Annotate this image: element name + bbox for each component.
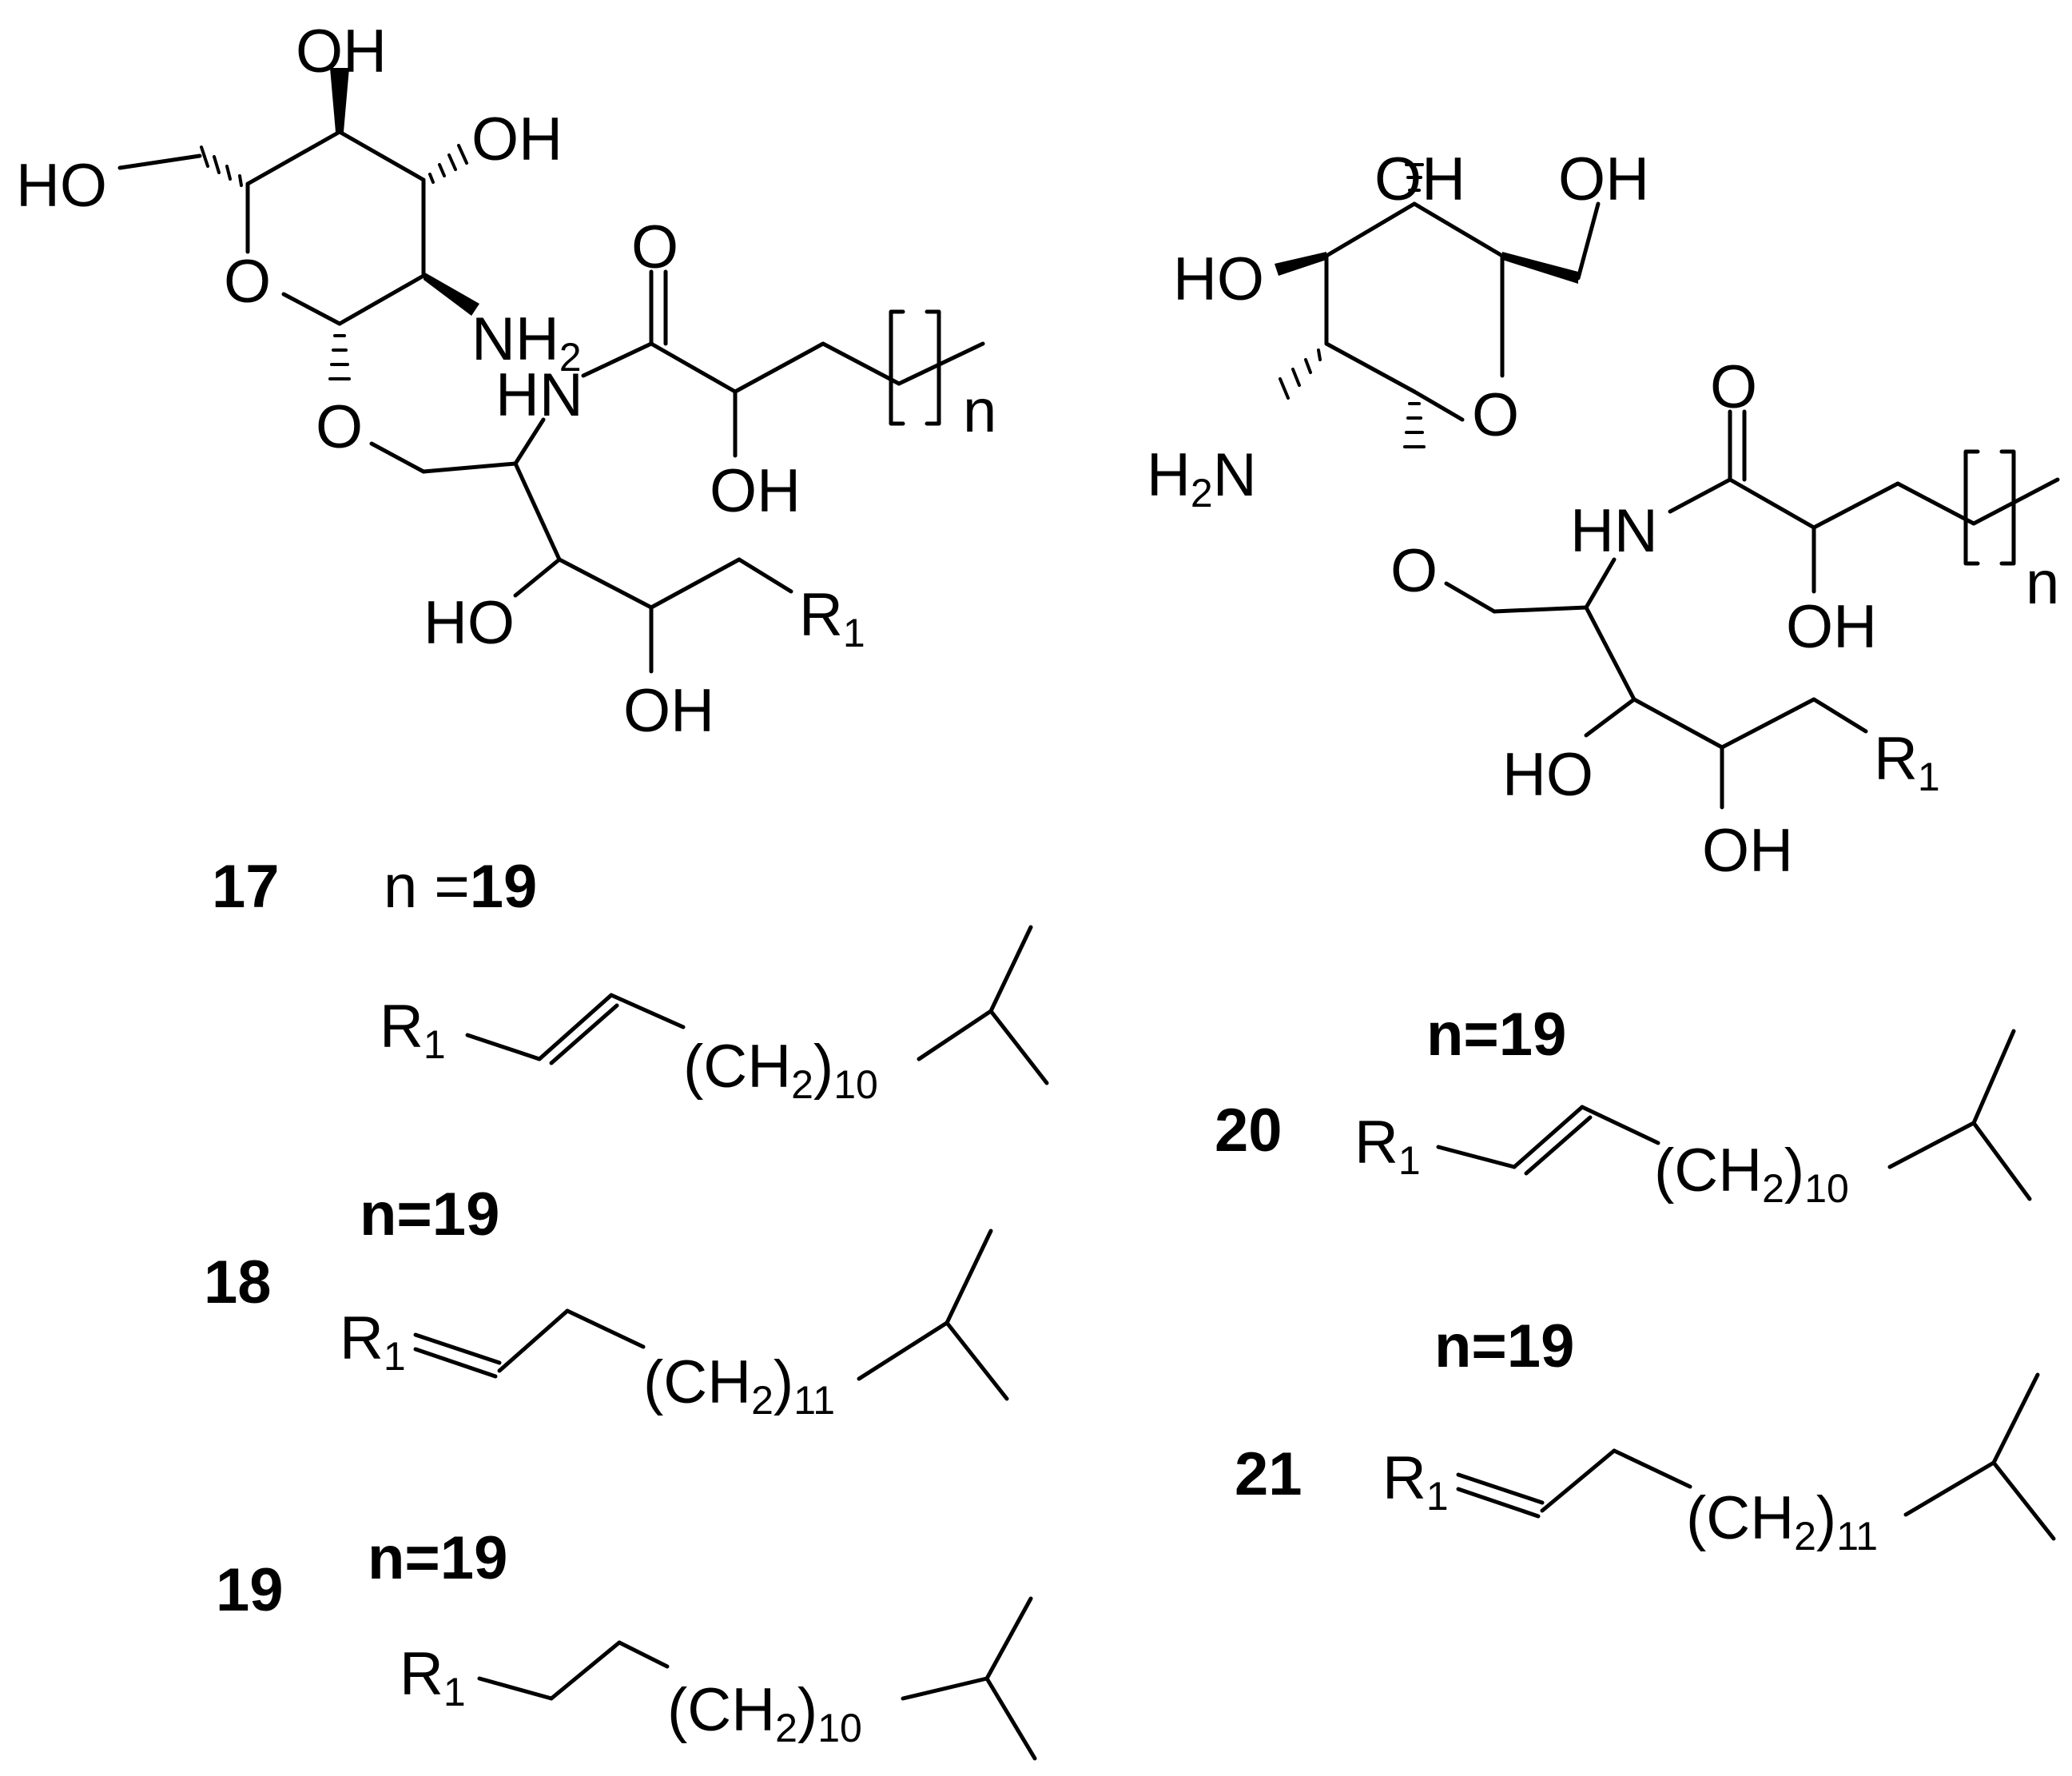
ring-oxygen-label: O [224,248,271,316]
r1-label: R1 [799,581,865,655]
ho-label: HO [16,152,107,220]
ring-oxygen-label: O [1472,381,1519,449]
compound-number: 19 [216,1556,284,1624]
oh-label: OH [471,106,563,173]
r1-label: R1 [340,1304,406,1379]
glycosidic-oxygen-label: O [316,393,363,461]
r1-label: R1 [1874,725,1940,799]
n-value-label: n=19 [1426,1001,1566,1069]
n-value-label: n=19 [1434,1312,1574,1380]
n-value-label: n =19 [384,853,537,921]
hn-label: HN [495,361,583,429]
carbonyl-oxygen-label: O [631,213,678,281]
ho-label: HO [424,589,515,657]
ch2-chain-label: (CH2)10 [683,1033,878,1107]
oh-label: OH [1702,817,1793,885]
hash-bond [1279,348,1322,400]
ho-label: HO [1502,741,1593,809]
wedge-bond [1275,252,1326,276]
r1-label: R1 [1382,1444,1449,1519]
structure-b: OH OH HO O H2N O HN O OH n HO OH R1 [1147,145,2060,885]
ch2-chain-label: (CH2)11 [643,1348,835,1423]
repeat-n-label: n [963,377,996,445]
n-value-label: n=19 [368,1524,507,1592]
structure-a: OH OH HO O NH2 O HN OH n O HO OH R1 [16,18,996,745]
oh-label: OH [1374,145,1466,213]
compound-number: 21 [1235,1440,1302,1508]
ch2-chain-label: (CH2)10 [667,1676,862,1750]
ch2-chain-label: (CH2)10 [1654,1137,1849,1211]
wedge-bond [424,272,479,316]
hash-bond [1403,402,1426,448]
r1-label: R1 [1354,1109,1421,1183]
compound-number: 17 [212,853,280,921]
compound-20: n=19 20 R1 (CH2)10 [1215,1001,2032,1211]
r1-label: R1 [400,1640,466,1714]
hash-bond [428,144,468,184]
compound-17: 17 n =19 R1 (CH2)10 [212,853,1049,1107]
carbonyl-oxygen-label: O [1710,353,1757,421]
glycosidic-oxygen-label: O [1390,537,1438,605]
oh-label: OH [1786,593,1877,661]
oh-label: OH [1558,145,1649,213]
hash-bond [200,145,243,187]
n-value-label: n=19 [360,1181,499,1248]
ch2-chain-label: (CH2)11 [1686,1484,1878,1559]
compound-number: 20 [1215,1097,1283,1165]
h2n-label: H2N [1147,441,1257,516]
compound-19: 19 n=19 R1 (CH2)10 [216,1524,1037,1761]
oh-label: OH [296,18,387,86]
r1-label: R1 [380,993,446,1067]
oh-label: OH [710,457,801,525]
ho-label: HO [1173,245,1264,313]
compound-18: n=19 18 R1 (CH2)11 [204,1181,1009,1423]
hn-label: HN [1570,497,1658,565]
wedge-bond [330,68,349,132]
oh-label: OH [623,677,714,745]
compound-21: n=19 21 R1 (CH2)11 [1235,1312,2056,1559]
hash-bond [328,334,351,380]
compound-number: 18 [204,1248,272,1316]
wedge-bond [1502,252,1578,284]
repeat-n-label: n [2026,549,2059,617]
nh2-label: NH2 [471,305,582,380]
hash-bond [1405,163,1424,192]
